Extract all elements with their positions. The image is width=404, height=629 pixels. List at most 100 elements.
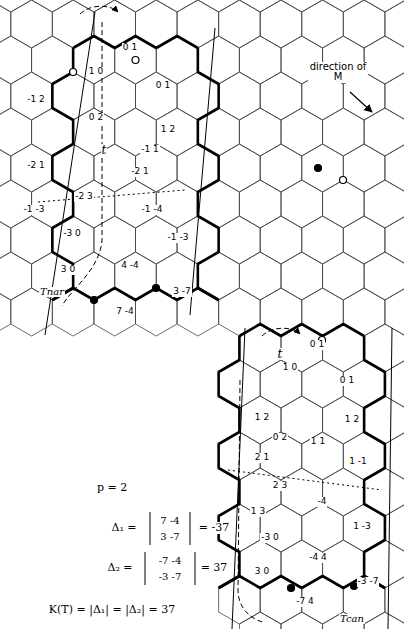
- hexagon: [364, 0, 404, 12]
- bond-index-label: 0 1: [122, 43, 138, 52]
- formula-text: K(T) = |Δ₁| = |Δ₂| = 37: [48, 604, 176, 616]
- bond-index-label: 0 2: [88, 113, 104, 122]
- hexagon: [323, 180, 365, 228]
- hexagon: [0, 180, 32, 228]
- hexagon: [385, 432, 404, 480]
- hexagon: [239, 612, 281, 629]
- dashed-line: [80, 6, 118, 14]
- bond-index-label: Tcan: [339, 614, 365, 625]
- hexagon: [364, 612, 404, 629]
- hexagon: [239, 180, 281, 228]
- hexagon: [385, 288, 404, 336]
- hexagon: [281, 468, 323, 516]
- hexagon: [219, 0, 261, 48]
- hexagon: [343, 216, 385, 264]
- bond-index-label: 0 2: [272, 433, 288, 442]
- formula-text: Δ₂ =: [106, 562, 133, 574]
- bond-index-label: 0 1: [339, 376, 355, 385]
- hexagon: [281, 180, 323, 228]
- cell-lines: [45, 12, 392, 629]
- hexagon: [198, 0, 240, 12]
- hexagon: [302, 0, 344, 48]
- formula-text: -3 -7: [158, 572, 183, 583]
- bond-index-label: -2 3: [74, 192, 94, 201]
- hexagon: [260, 144, 302, 192]
- hexagon: [281, 612, 323, 629]
- hexagon: [239, 36, 281, 84]
- hexagon: [343, 0, 385, 48]
- atom-dot: [132, 57, 139, 64]
- dashed-line: [228, 470, 382, 490]
- atoms: [70, 57, 358, 592]
- hexagon: [156, 180, 198, 228]
- hexagon: [260, 216, 302, 264]
- hexagon: [323, 108, 365, 156]
- formula-text: 7 -4: [159, 516, 180, 527]
- atom-dot: [91, 297, 98, 304]
- thick-bond-path: [198, 48, 219, 300]
- bond-index-label: -1 -3: [23, 205, 46, 214]
- hexagon: [0, 36, 32, 84]
- hexagon: [0, 0, 11, 48]
- atom-dot: [153, 285, 160, 292]
- bond-index-label: -3 0: [62, 229, 82, 238]
- direction-label: direction of M: [308, 62, 368, 83]
- bond-index-label: -1 1: [140, 145, 160, 154]
- bond-index-label: Tnar: [39, 287, 65, 298]
- bond-index-label: 7 -4: [115, 307, 135, 316]
- bond-index-label: 0 1: [309, 340, 325, 349]
- dashed-line: [62, 22, 102, 306]
- bond-index-label: 1 -1: [348, 457, 368, 466]
- thick-bond-path: [219, 336, 240, 588]
- formula-text: -7 -4: [158, 556, 183, 567]
- formula-text: p = 2: [96, 482, 128, 494]
- determinant-bar: [150, 512, 151, 545]
- hexagon: [239, 108, 281, 156]
- hexagon: [11, 144, 53, 192]
- hexagon: [385, 144, 404, 192]
- bond-index-label: 2 3: [272, 481, 288, 490]
- hexagon: [281, 108, 323, 156]
- hexagon: [343, 144, 385, 192]
- hexagon: [32, 0, 74, 12]
- bond-index-label: -1 -3: [167, 233, 190, 242]
- hexagon: [385, 504, 404, 552]
- thick-bond-path: [52, 288, 218, 300]
- hexagon: [94, 216, 136, 264]
- bond-index-label: -2 1: [130, 167, 150, 176]
- bond-index-label: 1 2: [344, 415, 360, 424]
- bond-index-label: -4 4: [308, 553, 328, 562]
- bond-index-label: t: [277, 348, 284, 361]
- hexagon: [260, 72, 302, 120]
- determinant-bar: [190, 512, 191, 545]
- determinant-bar: [195, 552, 196, 585]
- hexagon: [239, 252, 281, 300]
- dashed-line: [38, 190, 185, 202]
- hexagon: [73, 180, 115, 228]
- bond-index-label: -3 0: [260, 533, 280, 542]
- hexagon: [323, 468, 365, 516]
- bond-index-label: 3 0: [254, 567, 270, 576]
- bond-index-label: 1 0: [282, 363, 298, 372]
- hexagon: [385, 216, 404, 264]
- determinant-bar: [145, 552, 146, 585]
- bond-index-label: 3 0: [60, 265, 76, 274]
- hexagon: [0, 108, 32, 156]
- hexagon: [385, 72, 404, 120]
- hexagon: [239, 468, 281, 516]
- atom-dot: [288, 585, 295, 592]
- bond-index-label: 0 1: [155, 81, 171, 90]
- formula-text: = 37: [200, 562, 229, 574]
- hexagon: [219, 72, 261, 120]
- hexagon: [135, 72, 177, 120]
- hexagon: [281, 252, 323, 300]
- bond-index-label: 3 -7: [172, 287, 192, 296]
- hexagon: [385, 0, 404, 48]
- hexagon: [323, 0, 365, 12]
- hexagon: [302, 432, 344, 480]
- hexagon: [239, 0, 281, 12]
- hexagon: [0, 144, 11, 192]
- bond-index-label: -1 -4: [141, 205, 164, 214]
